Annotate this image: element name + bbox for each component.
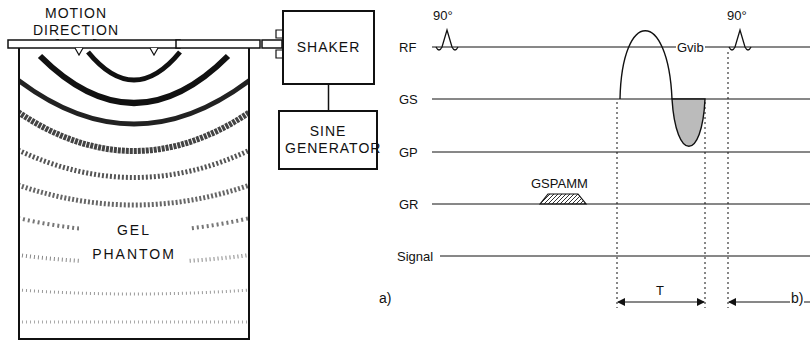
shear-waves bbox=[20, 52, 248, 322]
timing-marker bbox=[617, 52, 728, 308]
gradient-label: Gvib bbox=[676, 40, 705, 55]
panel-letter: b) bbox=[790, 290, 804, 307]
channel-name: GS bbox=[398, 92, 419, 107]
gel-phantom: GEL PHANTOM bbox=[18, 48, 250, 340]
channel-name: GP bbox=[398, 145, 419, 160]
vibration-gradient bbox=[620, 31, 672, 99]
panel-letter: a) bbox=[378, 290, 392, 307]
vibration-plate bbox=[8, 40, 180, 48]
shaker-box: SHAKER bbox=[282, 10, 375, 85]
generator-box: SINE GENERATOR bbox=[278, 110, 378, 170]
node-text: SHAKER bbox=[297, 39, 361, 56]
channel-name: GR bbox=[398, 197, 420, 212]
rf-pulse bbox=[729, 30, 751, 50]
flip-angle: 90° bbox=[726, 8, 748, 23]
channel-name: RF bbox=[398, 40, 417, 55]
node-text: GEL PHANTOM bbox=[79, 216, 189, 268]
spamm-gradient bbox=[540, 194, 586, 204]
vibration-plate bbox=[176, 40, 260, 48]
gradient-label: GSPAMM bbox=[530, 176, 589, 191]
flip-angle: 90° bbox=[432, 8, 454, 23]
period-arrow bbox=[618, 302, 704, 303]
vibration-gradient bbox=[672, 99, 705, 146]
rf-pulse bbox=[436, 30, 458, 50]
node-text: SINE GENERATOR bbox=[285, 123, 371, 157]
drive-rod bbox=[262, 40, 282, 48]
motion-label: MOTION DIRECTION bbox=[20, 5, 132, 39]
channel-name: Signal bbox=[396, 249, 434, 264]
period-label: T bbox=[655, 283, 665, 298]
signal-wire bbox=[328, 85, 330, 110]
